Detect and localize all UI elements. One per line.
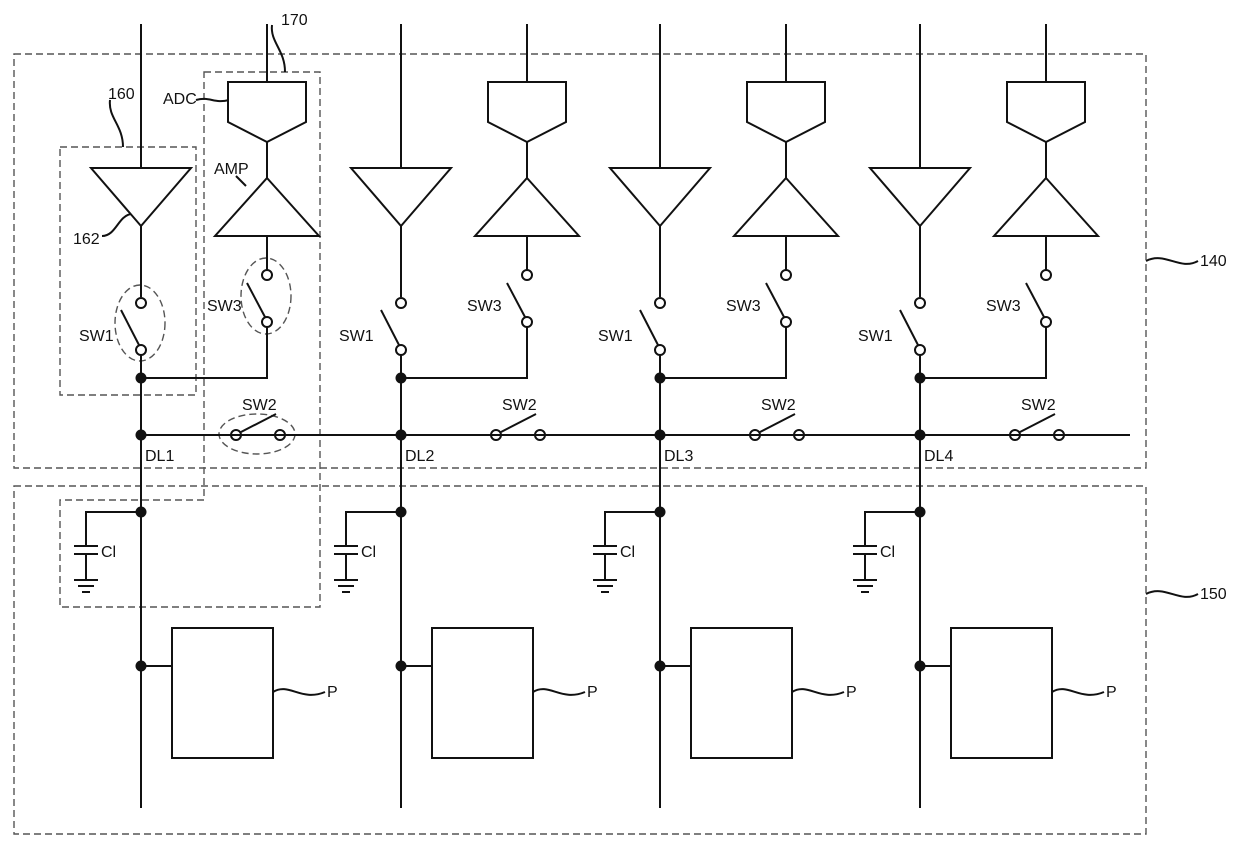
data-line-label: DL3	[664, 448, 693, 465]
amp-triangle	[994, 178, 1098, 236]
cap-wire-top	[86, 512, 141, 546]
buffer-162-label: 162	[73, 231, 100, 248]
sw2-label: SW2	[761, 397, 796, 414]
sw2-label: SW2	[242, 397, 277, 414]
adc-label: ADC	[163, 91, 197, 108]
sw1-bottom-terminal	[915, 345, 925, 355]
column-4: SW1 SW3DL4 SW2ClP	[853, 24, 1117, 808]
sw1-blade	[381, 310, 399, 345]
sw-junction-node	[136, 373, 147, 384]
cap-label: Cl	[361, 544, 376, 561]
cap-wire-top	[346, 512, 401, 546]
cap-label: Cl	[101, 544, 116, 561]
sw3-to-node-wire	[401, 327, 527, 378]
sw3-top-terminal	[522, 270, 532, 280]
amp-triangle	[475, 178, 579, 236]
sw1-blade	[900, 310, 918, 345]
buffer-triangle	[870, 168, 970, 226]
sw-junction-node	[396, 373, 407, 384]
sw1-top-terminal	[396, 298, 406, 308]
sw3-blade	[766, 283, 784, 317]
buffer-triangle	[91, 168, 191, 226]
sw1-bottom-terminal	[136, 345, 146, 355]
sw1-label: SW1	[858, 328, 893, 345]
buffer-triangle	[610, 168, 710, 226]
amp-triangle	[734, 178, 838, 236]
adc-leader	[196, 99, 229, 101]
region-150-label: 150	[1200, 586, 1227, 603]
cap-wire-top	[865, 512, 920, 546]
sw3-label: SW3	[207, 298, 242, 315]
column-3: SW1 SW3DL3 SW2ClP	[593, 24, 857, 808]
pixel-label: P	[327, 684, 338, 701]
cap-label: Cl	[620, 544, 635, 561]
cap-wire-top	[605, 512, 660, 546]
pixel-label: P	[587, 684, 598, 701]
sw1-label: SW1	[79, 328, 114, 345]
sw3-label: SW3	[726, 298, 761, 315]
pixel-block	[172, 628, 273, 758]
sw-junction-node	[655, 373, 666, 384]
data-line-label: DL4	[924, 448, 953, 465]
pixel-label: P	[846, 684, 857, 701]
sw3-label: SW3	[467, 298, 502, 315]
block-160-leader	[110, 100, 123, 147]
pixel-block	[432, 628, 533, 758]
column-1: SW1 SW3DL1 SW2ClP	[74, 24, 338, 808]
sw3-top-terminal	[781, 270, 791, 280]
block-160-label: 160	[108, 86, 135, 103]
amp-triangle	[215, 178, 319, 236]
buffer-triangle	[351, 168, 451, 226]
cap-label: Cl	[880, 544, 895, 561]
sw1-top-terminal	[655, 298, 665, 308]
sw-junction-node	[915, 373, 926, 384]
sw3-blade	[1026, 283, 1044, 317]
column-2: SW1 SW3DL2 SW2ClP	[334, 24, 598, 808]
pixel-leader	[273, 689, 325, 695]
adc-block	[488, 82, 566, 142]
amp-label: AMP	[214, 161, 249, 178]
sw2-label: SW2	[1021, 397, 1056, 414]
sw2-label: SW2	[502, 397, 537, 414]
sw1-label: SW1	[339, 328, 374, 345]
sw1-bottom-terminal	[655, 345, 665, 355]
data-line-label: DL2	[405, 448, 434, 465]
region-140-label: 140	[1200, 253, 1227, 270]
region-140-box	[14, 54, 1146, 468]
sw1-blade	[121, 310, 139, 345]
sw1-blade	[640, 310, 658, 345]
sw1-bottom-terminal	[396, 345, 406, 355]
block-170-label: 170	[281, 12, 308, 29]
region-140-leader	[1146, 258, 1198, 264]
data-line-label: DL1	[145, 448, 174, 465]
pixel-leader	[533, 689, 585, 695]
pixel-block	[691, 628, 792, 758]
sw3-to-node-wire	[660, 327, 786, 378]
sw1-label: SW1	[598, 328, 633, 345]
adc-block	[747, 82, 825, 142]
sw3-blade	[507, 283, 525, 317]
sw3-bottom-terminal	[522, 317, 532, 327]
sw1-top-terminal	[915, 298, 925, 308]
pixel-leader	[1052, 689, 1104, 695]
sw3-bottom-terminal	[262, 317, 272, 327]
sw3-label: SW3	[986, 298, 1021, 315]
pixel-label: P	[1106, 684, 1117, 701]
sw3-to-node-wire	[920, 327, 1046, 378]
pixel-leader	[792, 689, 844, 695]
sw3-top-terminal	[1041, 270, 1051, 280]
block-170-leader	[272, 25, 285, 72]
pixel-block	[951, 628, 1052, 758]
region-150-leader	[1146, 591, 1198, 597]
adc-block	[228, 82, 306, 142]
sw3-bottom-terminal	[1041, 317, 1051, 327]
adc-block	[1007, 82, 1085, 142]
sw3-top-terminal	[262, 270, 272, 280]
sw3-blade	[247, 283, 265, 317]
sw1-top-terminal	[136, 298, 146, 308]
buffer-162-leader	[102, 214, 131, 236]
sw3-bottom-terminal	[781, 317, 791, 327]
